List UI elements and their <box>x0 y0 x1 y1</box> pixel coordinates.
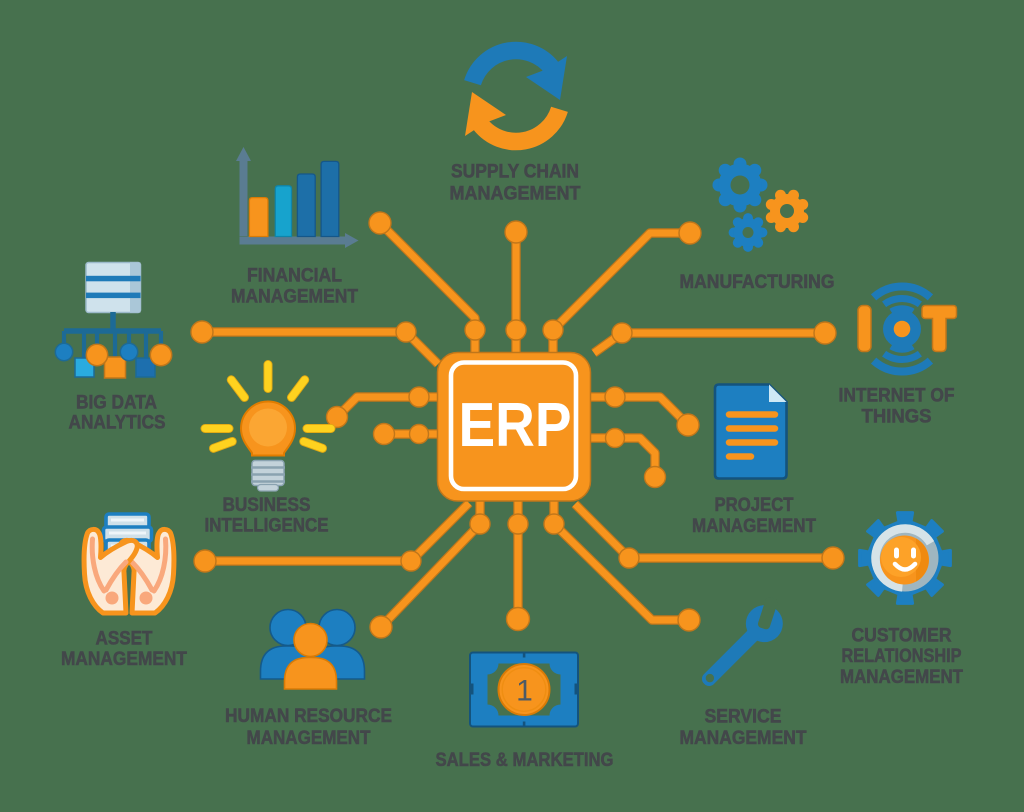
svg-text:THINGS: THINGS <box>862 407 932 428</box>
svg-text:INTELLIGENCE: INTELLIGENCE <box>205 516 329 537</box>
svg-text:ERP: ERP <box>459 391 572 460</box>
svg-text:MANAGEMENT: MANAGEMENT <box>61 649 187 670</box>
svg-text:CUSTOMER: CUSTOMER <box>852 626 952 647</box>
svg-text:ASSET: ASSET <box>96 629 153 650</box>
svg-text:HUMAN RESOURCE: HUMAN RESOURCE <box>225 706 392 727</box>
svg-text:SUPPLY CHAIN: SUPPLY CHAIN <box>451 162 579 183</box>
svg-text:MANUFACTURING: MANUFACTURING <box>680 272 835 293</box>
svg-text:MANAGEMENT: MANAGEMENT <box>680 728 807 749</box>
svg-text:MANAGEMENT: MANAGEMENT <box>692 516 816 537</box>
svg-text:MANAGEMENT: MANAGEMENT <box>247 728 371 749</box>
svg-text:MANAGEMENT: MANAGEMENT <box>840 667 963 688</box>
svg-text:FINANCIAL: FINANCIAL <box>247 266 342 287</box>
svg-text:INTERNET OF: INTERNET OF <box>839 386 955 407</box>
svg-text:MANAGEMENT: MANAGEMENT <box>450 184 581 205</box>
svg-text:SERVICE: SERVICE <box>705 707 782 728</box>
svg-text:1: 1 <box>516 675 533 708</box>
svg-text:SALES & MARKETING: SALES & MARKETING <box>436 750 614 771</box>
svg-text:BIG DATA: BIG DATA <box>76 392 157 413</box>
svg-text:BUSINESS: BUSINESS <box>223 495 311 516</box>
svg-text:ANALYTICS: ANALYTICS <box>69 413 166 434</box>
svg-text:MANAGEMENT: MANAGEMENT <box>231 287 358 308</box>
svg-text:RELATIONSHIP: RELATIONSHIP <box>842 646 962 667</box>
svg-text:PROJECT: PROJECT <box>715 495 794 516</box>
